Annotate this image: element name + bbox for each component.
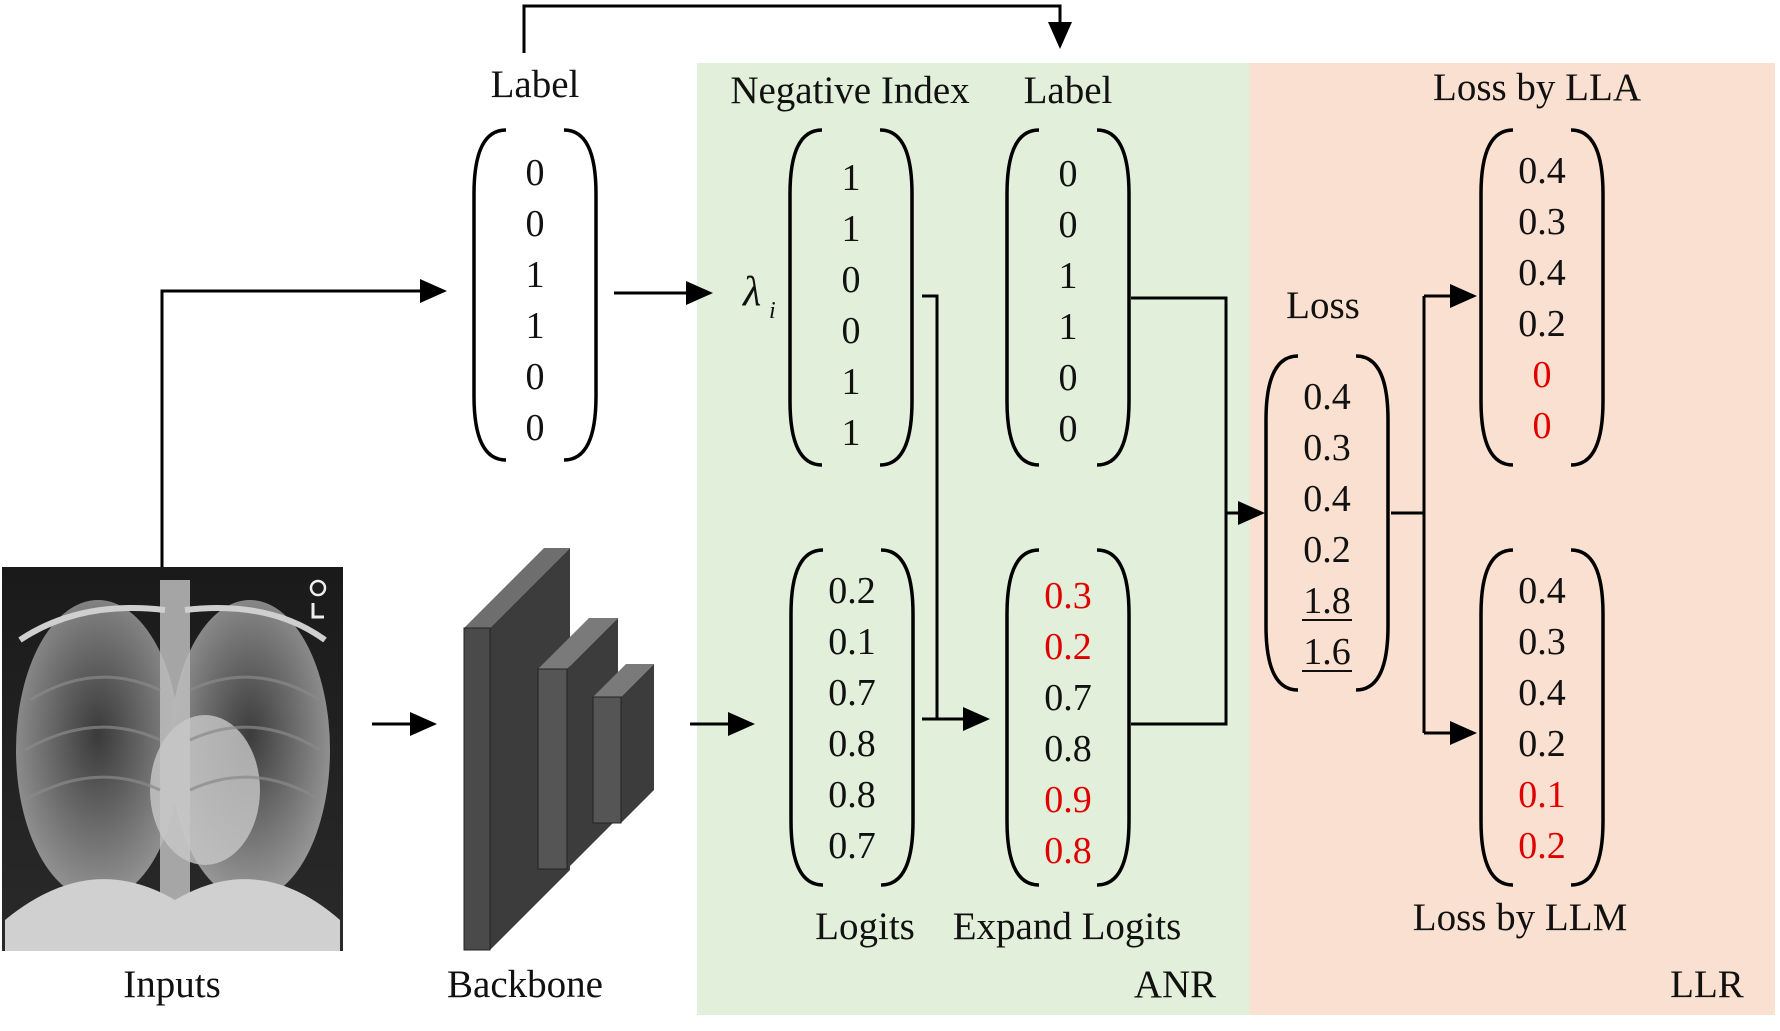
vector-value: 0.4 bbox=[1518, 150, 1566, 192]
lambda-symbol: λ bbox=[741, 269, 761, 315]
vector-value: 0.7 bbox=[828, 825, 876, 867]
loss-lla-vector: 0.4 0.3 0.4 0.2 0 0 bbox=[1479, 128, 1605, 467]
vector-value: 0.4 bbox=[1303, 376, 1351, 418]
left-bracket bbox=[1479, 128, 1514, 467]
vector-value: 0 bbox=[842, 259, 861, 301]
label-vector-title: Label bbox=[491, 63, 580, 106]
vector-value: 0 bbox=[1533, 405, 1552, 447]
vector-value: 0.4 bbox=[1518, 252, 1566, 294]
vector-value: 0.8 bbox=[1044, 830, 1092, 872]
backbone-network-icon bbox=[463, 548, 654, 951]
vector-value: 0 bbox=[1059, 408, 1078, 450]
right-bracket bbox=[1355, 354, 1390, 692]
vector-value: 0.2 bbox=[1518, 825, 1566, 867]
chest-xray-image bbox=[2, 567, 343, 951]
loss-by-llm-title: Loss by LLM bbox=[1413, 896, 1628, 939]
backbone-label: Backbone bbox=[447, 963, 603, 1006]
loss-vector: 0.4 0.3 0.4 0.2 1.8 1.6 bbox=[1264, 354, 1390, 692]
left-bracket bbox=[472, 128, 507, 462]
vector-value: 0.9 bbox=[1044, 779, 1092, 821]
vector-value: 1 bbox=[842, 157, 861, 199]
left-bracket bbox=[789, 548, 824, 887]
vector-value: 0.8 bbox=[1044, 728, 1092, 770]
vector-value: 0.8 bbox=[828, 774, 876, 816]
left-bracket bbox=[1005, 128, 1040, 467]
llr-region bbox=[1250, 63, 1775, 1015]
right-bracket bbox=[879, 128, 914, 467]
label-vector-2-title: Label bbox=[1024, 69, 1113, 112]
vector-value: 1 bbox=[842, 361, 861, 403]
vector-value: 0.1 bbox=[828, 621, 876, 663]
vector-value: 0.7 bbox=[828, 672, 876, 714]
label-vector: 0 0 1 1 0 0 bbox=[472, 128, 598, 462]
vector-value: 1 bbox=[842, 208, 861, 250]
vector-value: 0.4 bbox=[1518, 672, 1566, 714]
vector-value: 0.4 bbox=[1303, 478, 1351, 520]
right-bracket bbox=[563, 128, 598, 462]
vector-value: 0.2 bbox=[1518, 723, 1566, 765]
logits-title: Logits bbox=[815, 905, 915, 948]
inputs-label: Inputs bbox=[123, 963, 221, 1006]
expand-logits-title: Expand Logits bbox=[953, 905, 1182, 948]
loss-llm-vector: 0.4 0.3 0.4 0.2 0.1 0.2 bbox=[1479, 548, 1605, 887]
vector-value: 0.2 bbox=[1044, 626, 1092, 668]
connector-arrows bbox=[160, 4, 1477, 745]
left-bracket bbox=[1005, 548, 1040, 887]
vector-value: 0.7 bbox=[1044, 677, 1092, 719]
vector-value: 0.3 bbox=[1518, 201, 1566, 243]
vector-value: 0 bbox=[1533, 354, 1552, 396]
right-bracket bbox=[1096, 128, 1131, 467]
anr-region bbox=[697, 63, 1250, 1015]
vector-value: 0 bbox=[1059, 153, 1078, 195]
left-bracket bbox=[788, 128, 823, 467]
vector-value: 0.4 bbox=[1518, 570, 1566, 612]
right-bracket bbox=[1570, 128, 1605, 467]
vector-value: 0 bbox=[526, 356, 545, 398]
vector-value: 1 bbox=[1059, 255, 1078, 297]
vector-value: 0 bbox=[526, 203, 545, 245]
vector-value: 0.8 bbox=[828, 723, 876, 765]
left-bracket bbox=[1479, 548, 1514, 887]
loss-title: Loss bbox=[1286, 284, 1360, 327]
label-vector-2: 0 0 1 1 0 0 bbox=[1005, 128, 1131, 467]
right-bracket bbox=[1570, 548, 1605, 887]
vector-value: 0.3 bbox=[1303, 427, 1351, 469]
vector-value: 0.2 bbox=[1518, 303, 1566, 345]
vector-value: 0.1 bbox=[1518, 774, 1566, 816]
vector-value: 0 bbox=[842, 310, 861, 352]
vector-value: 0 bbox=[1059, 204, 1078, 246]
vector-value: 0.2 bbox=[828, 570, 876, 612]
right-bracket bbox=[880, 548, 915, 887]
vector-value: 0 bbox=[526, 407, 545, 449]
llr-region-label: LLR bbox=[1670, 963, 1744, 1006]
vector-value: 1 bbox=[526, 305, 545, 347]
vector-value: 0.3 bbox=[1044, 575, 1092, 617]
lambda-subscript: i bbox=[769, 298, 776, 324]
vector-value: 1 bbox=[842, 412, 861, 454]
vector-value: 1 bbox=[526, 254, 545, 296]
vector-value: 0.2 bbox=[1303, 529, 1351, 571]
vector-value: 0 bbox=[1059, 357, 1078, 399]
negative-index-title: Negative Index bbox=[730, 69, 970, 112]
vector-value: 1.6 bbox=[1303, 631, 1351, 673]
expand-logits-vector: 0.3 0.2 0.7 0.8 0.9 0.8 bbox=[1005, 548, 1131, 887]
left-bracket bbox=[1264, 354, 1299, 692]
logits-vector: 0.2 0.1 0.7 0.8 0.8 0.7 bbox=[789, 548, 915, 887]
vector-value: 1.8 bbox=[1303, 580, 1351, 622]
vector-value: 0.3 bbox=[1518, 621, 1566, 663]
vector-value: 1 bbox=[1059, 306, 1078, 348]
loss-by-lla-title: Loss by LLA bbox=[1433, 66, 1641, 109]
negative-index-vector: 1 1 0 0 1 1 bbox=[788, 128, 914, 467]
right-bracket bbox=[1096, 548, 1131, 887]
vector-value: 0 bbox=[526, 152, 545, 194]
anr-region-label: ANR bbox=[1134, 963, 1216, 1006]
